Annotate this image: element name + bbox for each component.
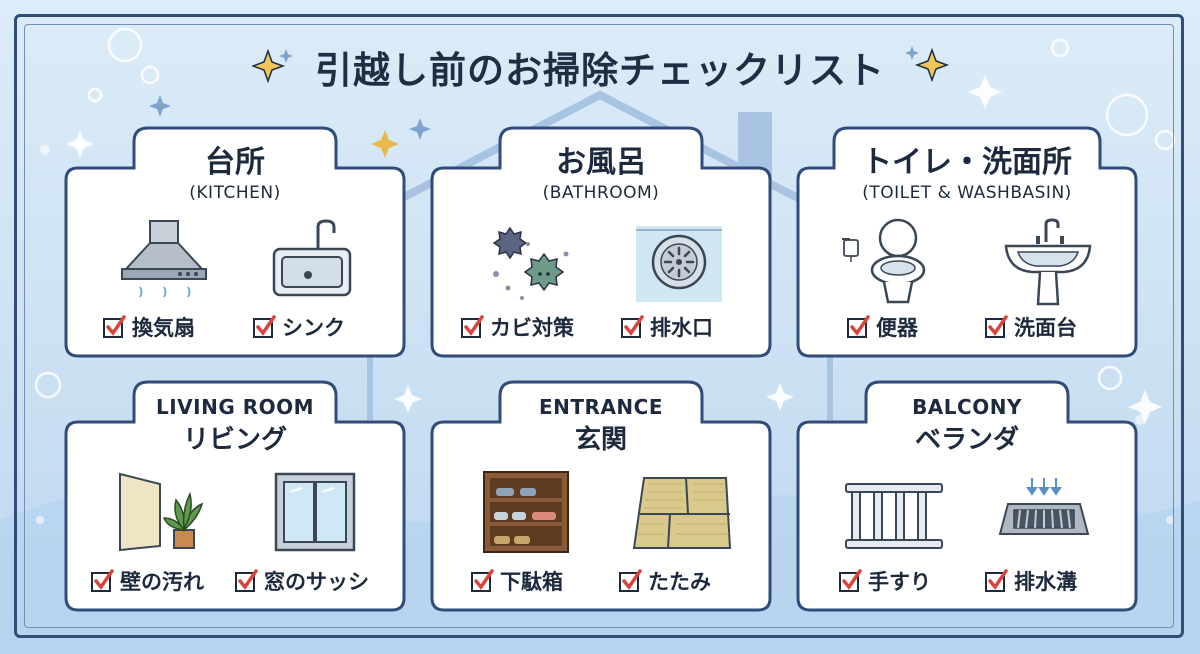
sparkle-icon [905,46,950,83]
checklist-item[interactable]: たたみ [618,566,711,596]
checkbox-checked-icon [985,315,1008,338]
card-subtitle: リビング [182,425,287,455]
checkbox-checked-icon [253,315,276,338]
card-toilet: トイレ・洗面所 (TOILET & WASHBASIN) 便器 洗面台 [794,124,1140,360]
card-title: お風呂 [556,145,646,180]
card-bathroom: お風呂 (BATHROOM) カビ対策 排水口 [428,124,774,360]
card-subtitle: 玄関 [574,425,627,455]
checklist-item[interactable]: 壁の汚れ [90,566,204,596]
checklist-item[interactable]: 窓のサッシ [234,566,369,596]
checklist-item-label: 便器 [876,316,918,340]
washbasin-icon [1004,218,1092,306]
checkbox-checked-icon [235,569,258,592]
checklist-item-label: 下駄箱 [500,570,563,594]
card-subtitle: (KITCHEN) [189,183,281,203]
checklist-item-label: カビ対策 [490,316,574,340]
checklist-item[interactable]: 便器 [846,312,918,342]
checkbox-checked-icon [847,315,870,338]
mold-icon [492,226,569,300]
card-subtitle: (BATHROOM) [542,183,660,203]
checkbox-checked-icon [985,569,1008,592]
railing-icon [845,483,943,549]
checkbox-checked-icon [621,315,644,338]
checkbox-checked-icon [839,569,862,592]
checklist-item[interactable]: 排水口 [620,312,713,342]
inner-frame [24,24,1174,628]
checklist-item-label: 手すり [868,570,931,594]
shoe-cabinet-icon [483,471,569,553]
card-kitchen: 台所 (KITCHEN) 換気扇 シンク [62,124,408,360]
sparkle-icon [252,48,293,84]
card-living-room: LIVING ROOM リビング 壁の汚れ 窓のサッシ [62,378,408,614]
checklist-item-label: 洗面台 [1014,316,1077,340]
card-title: 台所 [205,145,265,180]
range-hood-icon [121,220,207,298]
gutter-icon [998,478,1090,535]
checkbox-checked-icon [103,315,126,338]
checklist-item-label: 排水溝 [1014,570,1077,594]
tatami-icon [632,477,732,549]
card-title: LIVING ROOM [155,395,315,419]
checklist-item-label: 窓のサッシ [264,570,369,594]
checklist-item[interactable]: 洗面台 [984,312,1077,342]
card-title: トイレ・洗面所 [862,145,1072,180]
card-title: ENTRANCE [539,395,663,419]
checkbox-checked-icon [461,315,484,338]
card-entrance: ENTRANCE 玄関 下駄箱 たたみ [428,378,774,614]
checklist-item[interactable]: カビ対策 [460,312,574,342]
wall-plant-icon [119,472,204,552]
card-balcony: BALCONY ベランダ 手すり 排水溝 [794,378,1140,614]
checklist-item[interactable]: 手すり [838,566,931,596]
sink-icon [272,219,352,297]
checkbox-checked-icon [471,569,494,592]
toilet-icon [842,218,926,304]
checklist-item-label: 壁の汚れ [120,570,204,594]
card-subtitle: ベランダ [914,425,1019,455]
checklist-item-label: 排水口 [650,316,713,340]
window-icon [274,472,356,552]
drain-icon [636,226,722,302]
checklist-item[interactable]: 換気扇 [102,312,195,342]
card-title: BALCONY [912,395,1022,419]
page-title: 引越し前のお掃除チェックリスト [315,49,885,92]
checkbox-checked-icon [619,569,642,592]
outer-frame [14,14,1184,638]
checkbox-checked-icon [91,569,114,592]
checklist-item-label: たたみ [648,570,711,594]
checklist-item-label: シンク [282,316,345,340]
checklist-item[interactable]: 排水溝 [984,566,1077,596]
checklist-item[interactable]: シンク [252,312,345,342]
card-subtitle: (TOILET & WASHBASIN) [862,183,1072,203]
checklist-item-label: 換気扇 [132,316,195,340]
checklist-item[interactable]: 下駄箱 [470,566,563,596]
